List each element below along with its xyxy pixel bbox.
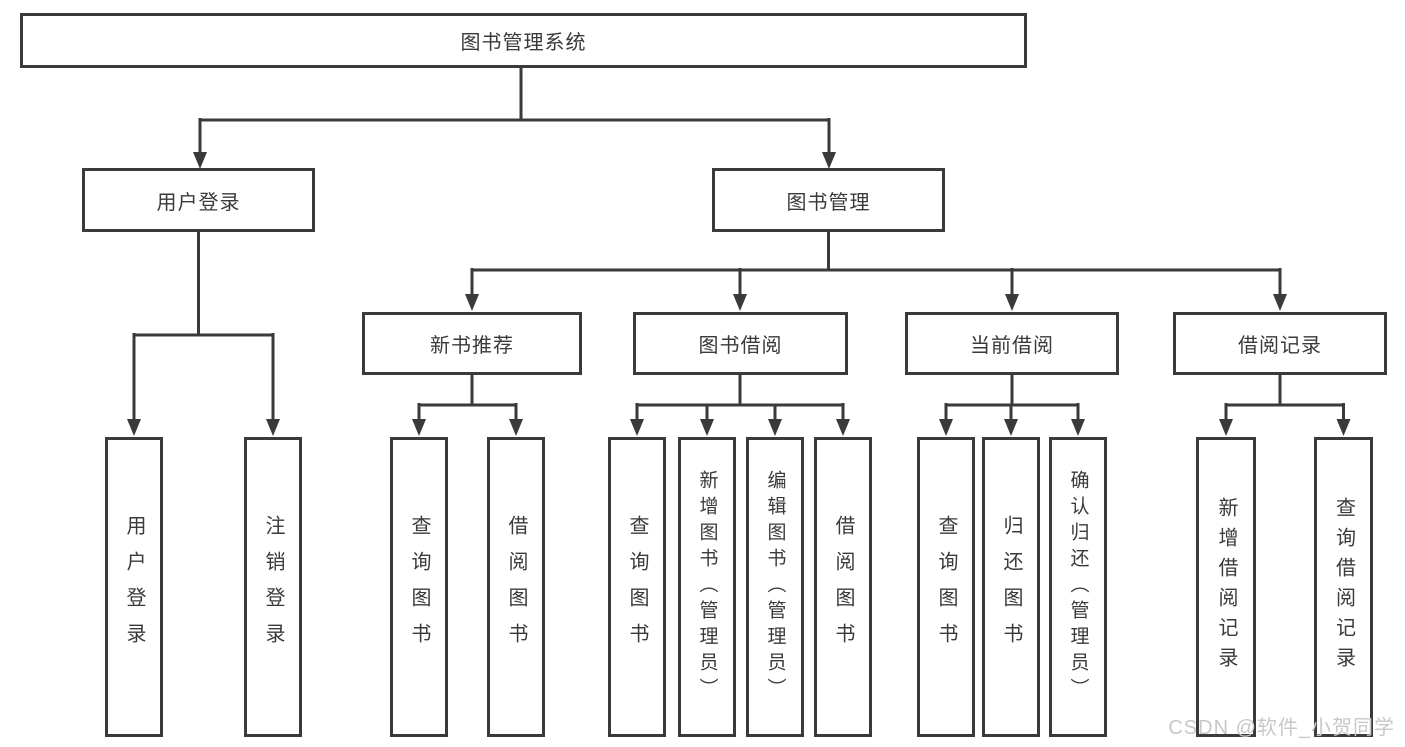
leaf-label: 注销登录 <box>262 515 284 659</box>
leaf-confirm-return-admin: 确认归还（管理员） <box>1049 437 1107 737</box>
node-label: 用户登录 <box>156 191 241 214</box>
node-current-borrow: 当前借阅 <box>905 312 1119 375</box>
node-new-book-recommend: 新书推荐 <box>362 312 582 375</box>
node-root-library-system: 图书管理系统 <box>20 13 1027 68</box>
leaf-label: 编辑图书（管理员） <box>764 470 786 704</box>
leaf-label: 用户登录 <box>123 515 145 659</box>
leaf-query-books-recommend: 查询图书 <box>390 437 448 737</box>
node-label: 图书管理 <box>786 191 871 214</box>
leaf-label: 归还图书 <box>1000 515 1022 659</box>
node-label: 当前借阅 <box>970 335 1054 357</box>
leaf-label: 新增图书（管理员） <box>696 470 718 704</box>
node-user-login: 用户登录 <box>82 168 315 232</box>
leaf-add-borrow-record: 新增借阅记录 <box>1196 437 1256 737</box>
leaf-query-books-current: 查询图书 <box>917 437 975 737</box>
node-label: 借阅记录 <box>1238 335 1322 357</box>
node-label: 新书推荐 <box>430 335 514 357</box>
leaf-label: 查询图书 <box>935 515 957 659</box>
leaf-add-books-admin: 新增图书（管理员） <box>678 437 736 737</box>
leaf-borrow-books-recommend: 借阅图书 <box>487 437 545 737</box>
leaf-label: 确认归还（管理员） <box>1067 470 1089 704</box>
leaf-label: 查询图书 <box>408 515 430 659</box>
leaf-query-borrow-record: 查询借阅记录 <box>1314 437 1373 737</box>
leaf-query-books-borrow: 查询图书 <box>608 437 666 737</box>
leaf-label: 借阅图书 <box>505 515 527 659</box>
leaf-edit-books-admin: 编辑图书（管理员） <box>746 437 804 737</box>
node-label: 图书借阅 <box>698 335 783 357</box>
leaf-label: 新增借阅记录 <box>1215 497 1237 677</box>
leaf-borrow-books: 借阅图书 <box>814 437 872 737</box>
leaf-return-books: 归还图书 <box>982 437 1040 737</box>
node-book-borrow: 图书借阅 <box>633 312 848 375</box>
leaf-logout-login: 注销登录 <box>244 437 302 737</box>
leaf-label: 查询图书 <box>626 515 648 659</box>
node-borrow-records: 借阅记录 <box>1173 312 1387 375</box>
leaf-label: 查询借阅记录 <box>1332 497 1355 677</box>
node-book-management: 图书管理 <box>712 168 945 232</box>
leaf-user-login: 用户登录 <box>105 437 163 737</box>
node-label: 图书管理系统 <box>460 32 587 54</box>
leaf-label: 借阅图书 <box>832 515 854 659</box>
